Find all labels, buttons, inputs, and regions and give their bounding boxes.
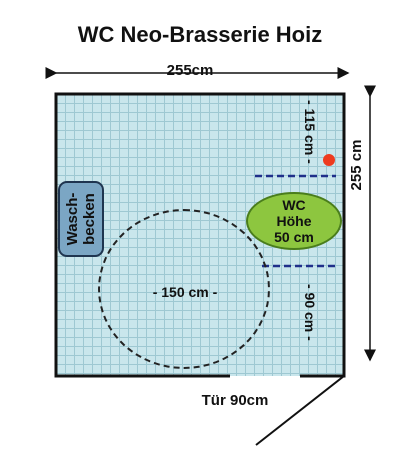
diagram-title: WC Neo-Brasserie Hoiz xyxy=(77,22,323,47)
red-dot-marker xyxy=(323,154,335,166)
wc-toilet xyxy=(246,192,342,250)
wc-label-line2: Höhe xyxy=(276,213,312,229)
door-leaf xyxy=(255,375,345,446)
door-label: Tür 90cm xyxy=(201,392,269,409)
turning-circle xyxy=(98,209,270,369)
sink-label-line1: Wasch- xyxy=(64,192,81,246)
sink-label-line2: becken xyxy=(81,193,98,245)
width-label: 255cm xyxy=(166,62,214,79)
wc-label: WC Höhe 50 cm xyxy=(246,192,342,250)
distance-top-label: - 115 cm - xyxy=(302,100,318,164)
wc-label-line1: WC xyxy=(282,197,306,213)
sink-label: Wasch- becken xyxy=(58,181,104,257)
turning-circle-label: - 150 cm - xyxy=(152,284,218,300)
wall-left-top-right xyxy=(54,92,346,378)
wc-label-line3: 50 cm xyxy=(274,229,314,245)
distance-bottom-label: - 90 cm - xyxy=(302,284,318,341)
sink xyxy=(58,181,104,257)
